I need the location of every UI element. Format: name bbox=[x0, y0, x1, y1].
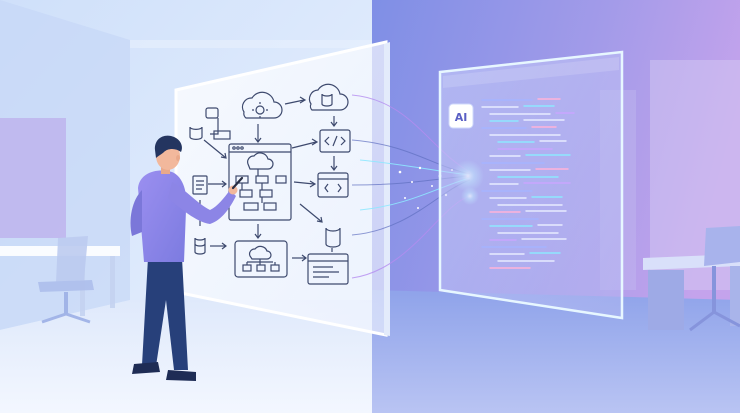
ai-code-panel bbox=[438, 50, 624, 320]
left-chair bbox=[38, 236, 94, 324]
person-arm bbox=[168, 182, 236, 224]
server-icon bbox=[228, 143, 292, 221]
code-lines bbox=[481, 98, 575, 269]
database-icon bbox=[194, 237, 206, 255]
cloud-gear-icon bbox=[241, 91, 283, 119]
person-shirt bbox=[138, 170, 187, 262]
wall-panel bbox=[0, 118, 66, 238]
right-chair bbox=[689, 226, 740, 332]
ai-badge-label: AI bbox=[455, 111, 468, 124]
marker-pen bbox=[231, 176, 244, 190]
person-figure bbox=[130, 135, 244, 381]
diagram-board bbox=[174, 40, 390, 337]
person-left-shoe bbox=[132, 362, 160, 374]
ai-badge-icon bbox=[448, 103, 474, 129]
cloud-database-icon bbox=[308, 83, 349, 111]
code-window-icon bbox=[317, 172, 349, 198]
cylinder-icon bbox=[325, 227, 341, 248]
person-hand bbox=[228, 185, 238, 195]
cloud-network-icon bbox=[234, 240, 288, 278]
person-hair bbox=[154, 135, 182, 158]
person-pants bbox=[142, 258, 188, 370]
code-icon bbox=[319, 129, 351, 153]
document-icon bbox=[307, 253, 349, 285]
person-right-shoe bbox=[166, 370, 196, 381]
